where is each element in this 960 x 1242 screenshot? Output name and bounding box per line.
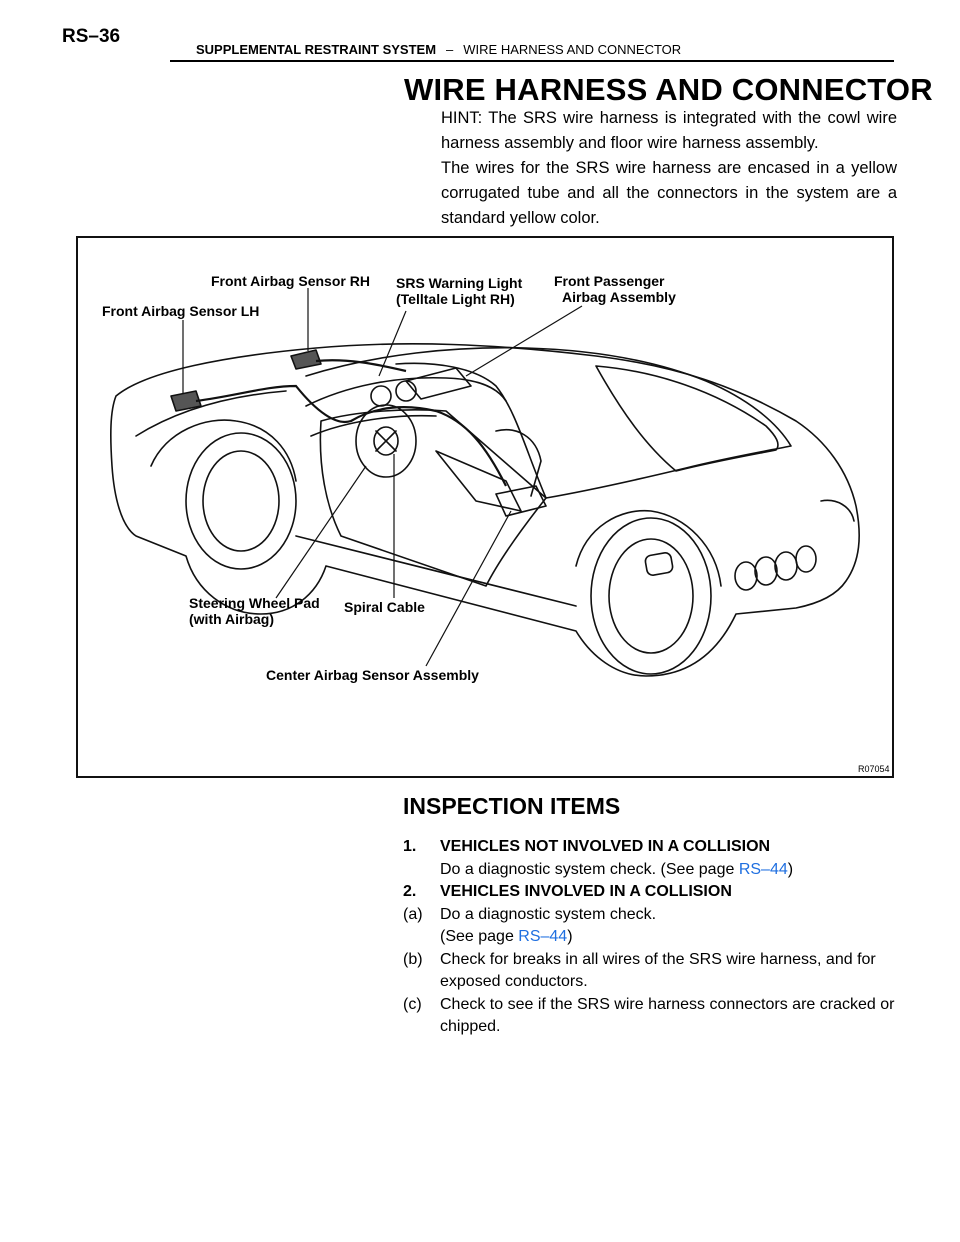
inspection-list: 1. VEHICLES NOT INVOLVED IN A COLLISION … bbox=[403, 836, 897, 1039]
hint-paragraph-2: The wires for the SRS wire harness are e… bbox=[441, 159, 897, 227]
label-front-airbag-sensor-rh: Front Airbag Sensor RH bbox=[211, 273, 370, 289]
running-header: SUPPLEMENTAL RESTRAINT SYSTEM–WIRE HARNE… bbox=[196, 42, 681, 57]
link-rs-44[interactable]: RS–44 bbox=[738, 860, 788, 878]
item-2b-text: Check for breaks in all wires of the SRS… bbox=[440, 950, 876, 991]
figure-code: R07054 bbox=[858, 764, 890, 774]
page-title: WIRE HARNESS AND CONNECTOR bbox=[404, 72, 933, 107]
header-separator: – bbox=[446, 42, 454, 57]
label-spiral-cable: Spiral Cable bbox=[344, 599, 425, 615]
item-1-text: Do a diagnostic system check. (See page … bbox=[440, 860, 794, 878]
link-rs-44-a[interactable]: RS–44 bbox=[518, 928, 568, 945]
wire-harness-rh bbox=[315, 359, 407, 373]
page-number: RS–36 bbox=[62, 26, 121, 47]
label-with-airbag: (with Airbag) bbox=[189, 611, 274, 627]
item-2c-letter: (c) bbox=[403, 995, 422, 1013]
item-2a-letter: (a) bbox=[403, 905, 423, 923]
item-1-title: VEHICLES NOT INVOLVED IN A COLLISION bbox=[440, 838, 771, 855]
item-2: 2. VEHICLES INVOLVED IN A COLLISION bbox=[403, 881, 897, 904]
item-2c-text: Check to see if the SRS wire harness con… bbox=[440, 995, 895, 1036]
header-section: SUPPLEMENTAL RESTRAINT SYSTEM bbox=[196, 42, 437, 57]
header-rule bbox=[170, 60, 894, 62]
wire-harness bbox=[195, 384, 507, 487]
label-front-airbag-sensor-lh: Front Airbag Sensor LH bbox=[102, 303, 259, 319]
car-illustration: Front Airbag Sensor RH SRS Warning Light… bbox=[76, 236, 894, 778]
item-2a: (a) Do a diagnostic system check. (See p… bbox=[403, 904, 897, 949]
item-2a-ref: (See page RS–44) bbox=[440, 928, 573, 945]
label-front-passenger: Front Passenger bbox=[554, 273, 665, 289]
item-2-title: VEHICLES INVOLVED IN A COLLISION bbox=[440, 883, 732, 900]
inspection-title: INSPECTION ITEMS bbox=[403, 793, 621, 819]
item-1-number: 1. bbox=[403, 838, 417, 855]
figure-frame bbox=[76, 236, 894, 778]
leader-lines bbox=[182, 288, 583, 667]
srs-wiring-figure: Front Airbag Sensor RH SRS Warning Light… bbox=[76, 236, 894, 778]
item-2c: (c) Check to see if the SRS wire harness… bbox=[403, 994, 897, 1039]
label-telltale-light: (Telltale Light RH) bbox=[396, 291, 515, 307]
car-body bbox=[110, 343, 860, 677]
label-center-airbag-sensor: Center Airbag Sensor Assembly bbox=[266, 667, 479, 683]
header-subsection: WIRE HARNESS AND CONNECTOR bbox=[463, 42, 682, 57]
item-2-number: 2. bbox=[403, 883, 417, 900]
label-passenger-airbag-assembly: Airbag Assembly bbox=[562, 289, 676, 305]
item-1: 1. VEHICLES NOT INVOLVED IN A COLLISION … bbox=[403, 836, 897, 881]
hint-block: HINT: The SRS wire harness is integrated… bbox=[441, 106, 897, 231]
label-steering-wheel-pad: Steering Wheel Pad bbox=[189, 595, 320, 611]
item-2b-letter: (b) bbox=[403, 950, 423, 968]
item-2b: (b) Check for breaks in all wires of the… bbox=[403, 949, 897, 994]
item-2a-text: Do a diagnostic system check. bbox=[440, 905, 657, 923]
hint-paragraph-1: HINT: The SRS wire harness is integrated… bbox=[441, 109, 897, 152]
label-srs-warning-light: SRS Warning Light bbox=[396, 275, 523, 291]
